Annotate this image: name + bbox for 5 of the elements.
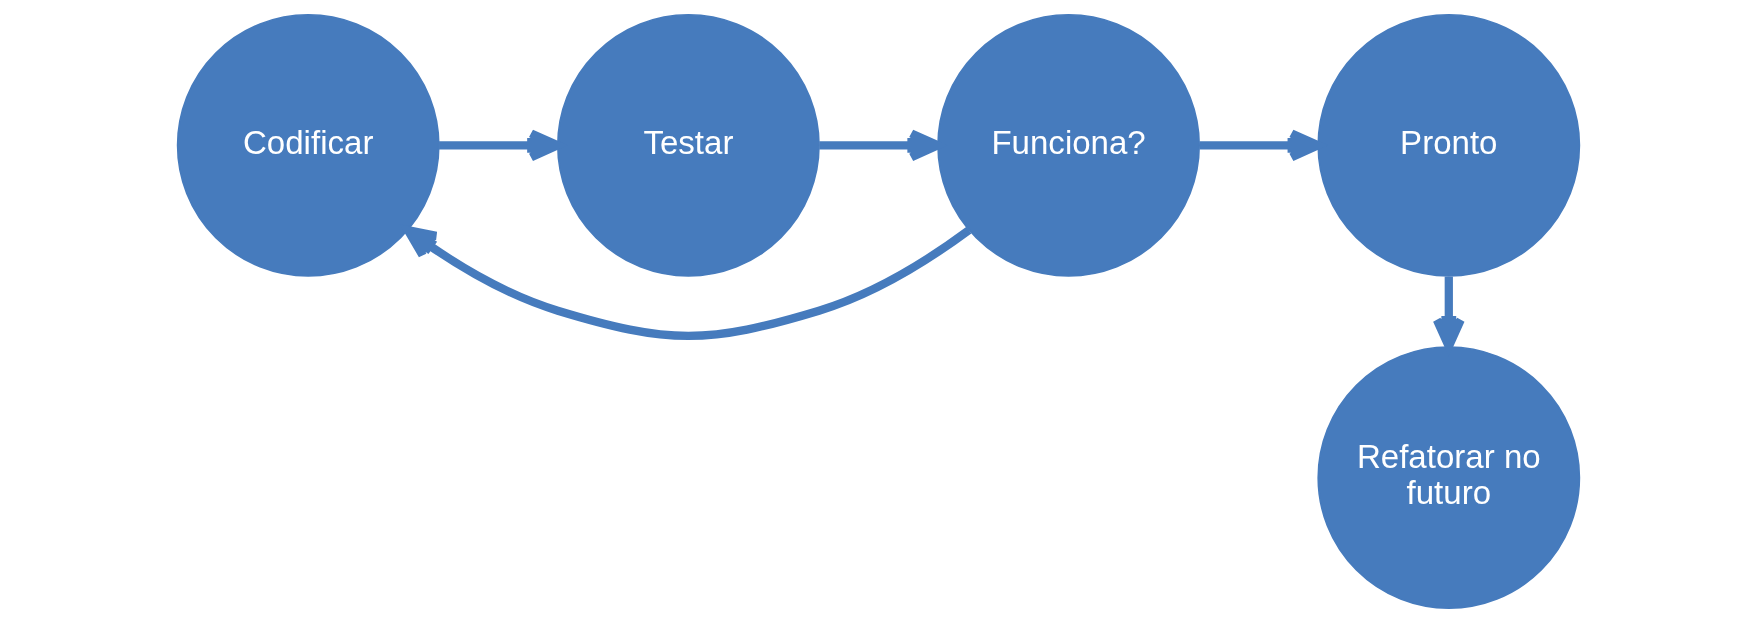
node-circle: Funciona? — [937, 13, 1200, 277]
node-circle: Refatorar no futuro — [1317, 346, 1581, 610]
node-circle: Testar — [557, 13, 820, 277]
arrow — [403, 226, 972, 340]
node-circle: Pronto — [1317, 13, 1581, 277]
